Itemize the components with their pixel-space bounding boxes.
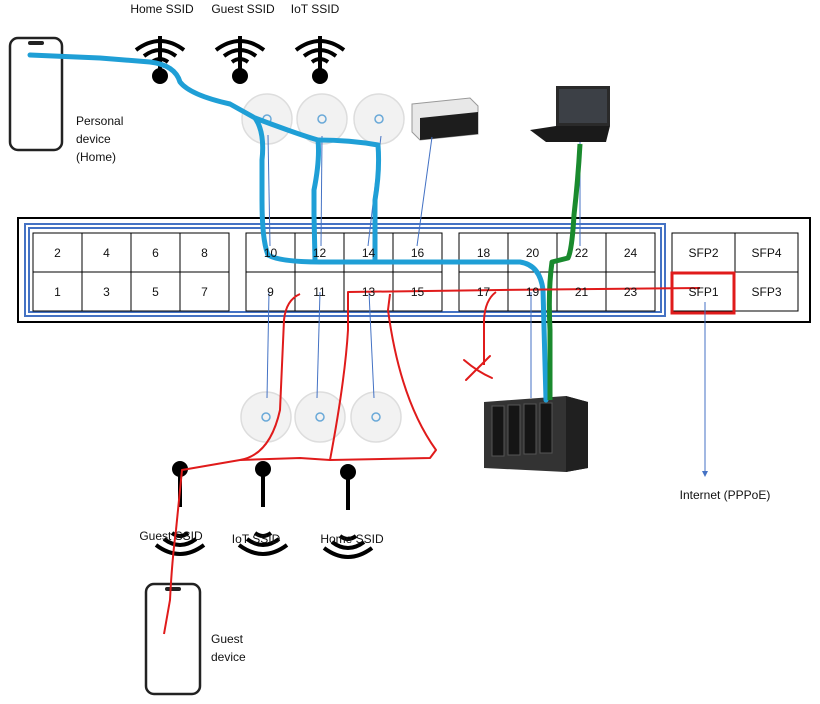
port-label: 5: [152, 285, 159, 299]
port-label: 13: [362, 285, 376, 299]
nas-icon: [484, 396, 588, 472]
port-cell: [81, 271, 132, 312]
guest-network-blocked-branch: [483, 291, 497, 365]
access-point-icon: [294, 391, 346, 443]
port-label: 18: [477, 246, 491, 260]
port-cell: [556, 232, 607, 273]
port-label: 16: [411, 246, 425, 260]
port-label: 8: [201, 246, 208, 260]
ssid-bottom-iot-label: IoT SSID: [232, 532, 281, 546]
home-network-branch-2: [317, 137, 382, 260]
port-cell: [458, 232, 509, 273]
wifi-antenna-icon: [237, 461, 289, 556]
port-label: SFP2: [688, 246, 718, 260]
port-cell: [32, 271, 83, 312]
ssid-bottom-guest-label: Guest SSID: [139, 529, 203, 543]
port-cell: [734, 232, 799, 273]
port-cell: [179, 232, 230, 273]
port-cell: [130, 271, 181, 312]
port-label: 10: [264, 246, 278, 260]
access-point-icon: [240, 391, 292, 443]
port-label: 14: [362, 246, 376, 260]
wifi-antenna-icon: [134, 36, 186, 84]
port-label: 1: [54, 285, 61, 299]
wifi-antenna-icon: [322, 464, 374, 559]
home-network-path: [27, 52, 549, 403]
port-cell: [556, 271, 607, 312]
guest-network-path: [163, 287, 701, 635]
port-cell: [32, 232, 83, 273]
port-label: 21: [575, 285, 589, 299]
port-label: SFP4: [751, 246, 781, 260]
sfp1-highlight: [670, 271, 736, 315]
ssid-bottom-home-label: Home SSID: [320, 532, 384, 546]
personal-device-label-2: device: [76, 132, 111, 146]
ssid-top-guest-label: Guest SSID: [211, 2, 275, 16]
port-cell: [605, 232, 656, 273]
port-label: 9: [267, 285, 274, 299]
port-cell: [245, 232, 296, 273]
access-point-icon: [353, 93, 405, 145]
wired-laptop-path: [546, 143, 583, 400]
guest-network-branch-1: [239, 293, 301, 461]
access-point-icon: [241, 93, 293, 145]
port-cell: [671, 271, 736, 312]
personal-phone-icon: [8, 36, 64, 152]
switch-ports: [32, 232, 799, 312]
port-label: 4: [103, 246, 110, 260]
port-label: 17: [477, 285, 491, 299]
ssid-top-iot-label: IoT SSID: [291, 2, 340, 16]
internet-label: Internet (PPPoE): [680, 488, 771, 502]
laptop-icon: [530, 86, 610, 142]
blocked-x-icon: [463, 355, 493, 381]
port-label: 19: [526, 285, 540, 299]
port-label: SFP1: [688, 285, 718, 299]
port-cell: [605, 271, 656, 312]
port-cell: [294, 232, 345, 273]
port-cell: [245, 271, 296, 312]
wifi-antenna-icon: [214, 36, 266, 84]
personal-device-label-1: Personal: [76, 114, 123, 128]
ssid-top-home-label: Home SSID: [130, 2, 194, 16]
port-label: 6: [152, 246, 159, 260]
port-cell: [179, 271, 230, 312]
port-label: 2: [54, 246, 61, 260]
wifi-antenna-icon: [294, 36, 346, 84]
guest-device-label-1: Guest: [211, 632, 244, 646]
port-label: 23: [624, 285, 638, 299]
port-label: 11: [313, 285, 326, 299]
access-point-icon: [350, 391, 402, 443]
port-label: SFP3: [751, 285, 781, 299]
port-label: 12: [313, 246, 327, 260]
port-label: 3: [103, 285, 110, 299]
port-cell: [81, 232, 132, 273]
port-cell: [130, 232, 181, 273]
port-label: 15: [411, 285, 425, 299]
port-label: 24: [624, 246, 638, 260]
port-label: 7: [201, 285, 208, 299]
port-label: 20: [526, 246, 540, 260]
port-label: 22: [575, 246, 589, 260]
guest-network-branch-2: [329, 293, 437, 461]
guest-device-label-2: device: [211, 650, 246, 664]
gateway-icon: [411, 97, 479, 141]
personal-device-label-3: (Home): [76, 150, 116, 164]
guest-phone-icon: [144, 582, 202, 696]
